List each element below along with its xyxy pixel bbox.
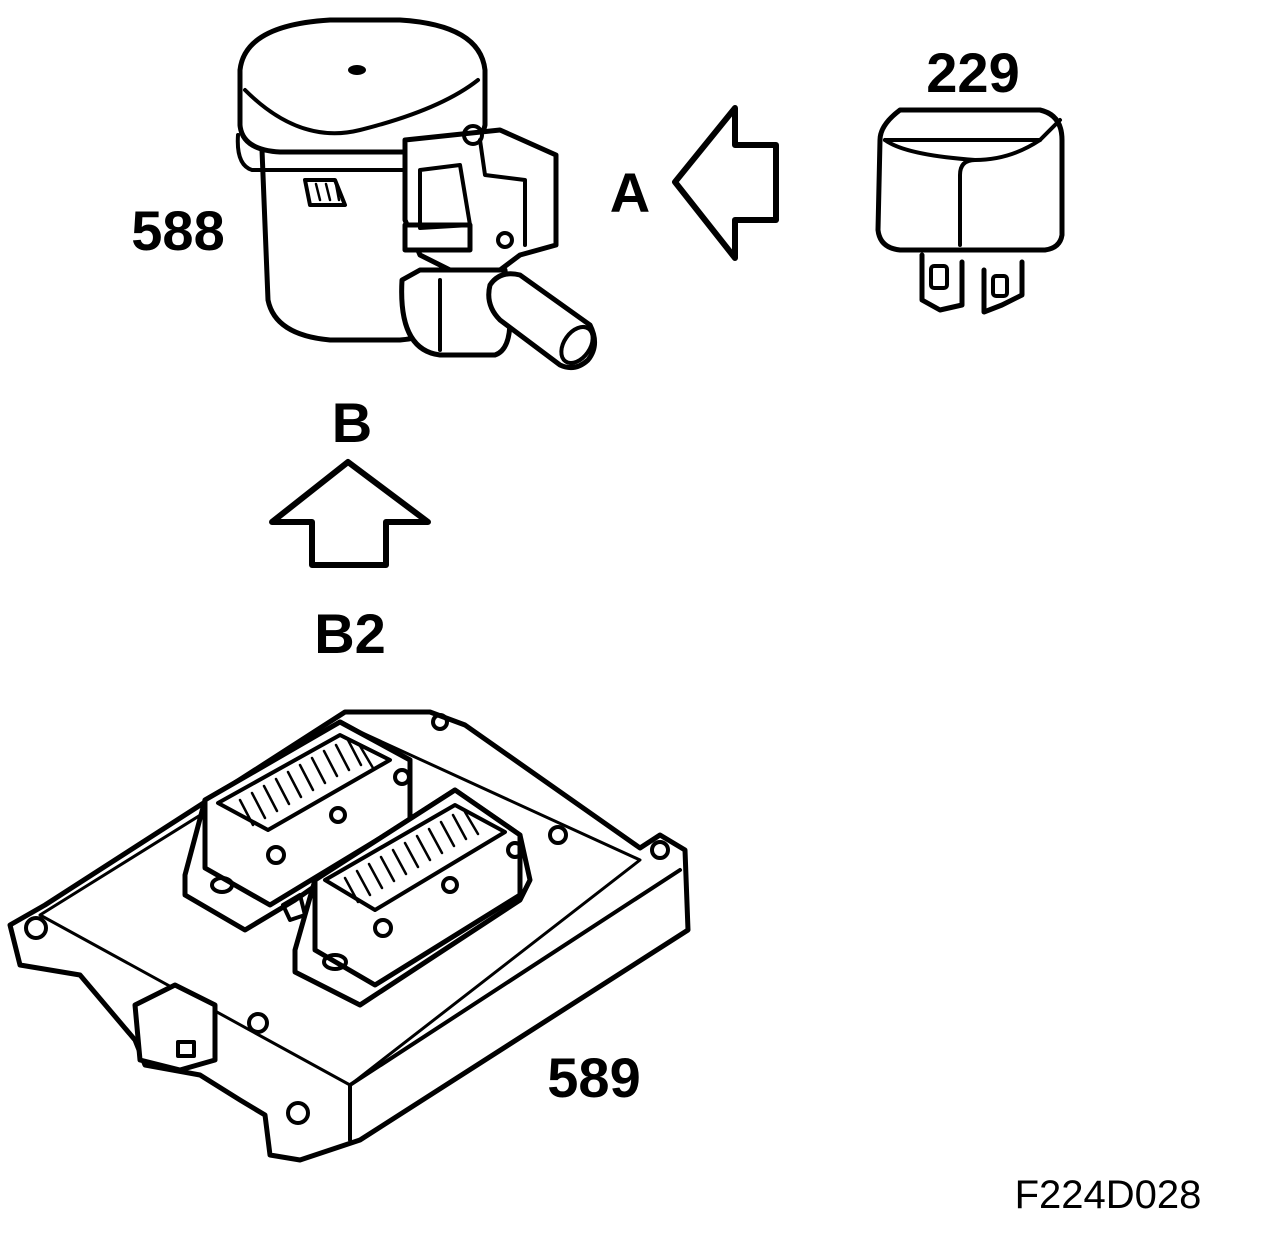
view-a-label: A xyxy=(610,161,650,224)
view-b-arrow-icon xyxy=(269,459,431,568)
control-module-label: 589 xyxy=(547,1046,640,1109)
control-module-589-drawing xyxy=(7,709,691,1163)
relay-label: 229 xyxy=(926,41,1019,104)
valve-588-drawing xyxy=(235,17,597,371)
connector-b2-label: B2 xyxy=(314,602,386,665)
view-b-label: B xyxy=(332,391,372,454)
view-a-arrow-icon xyxy=(672,105,779,261)
relay-229-drawing xyxy=(875,107,1065,315)
figure-reference: F224D028 xyxy=(1015,1173,1202,1217)
valve-label: 588 xyxy=(131,199,224,262)
